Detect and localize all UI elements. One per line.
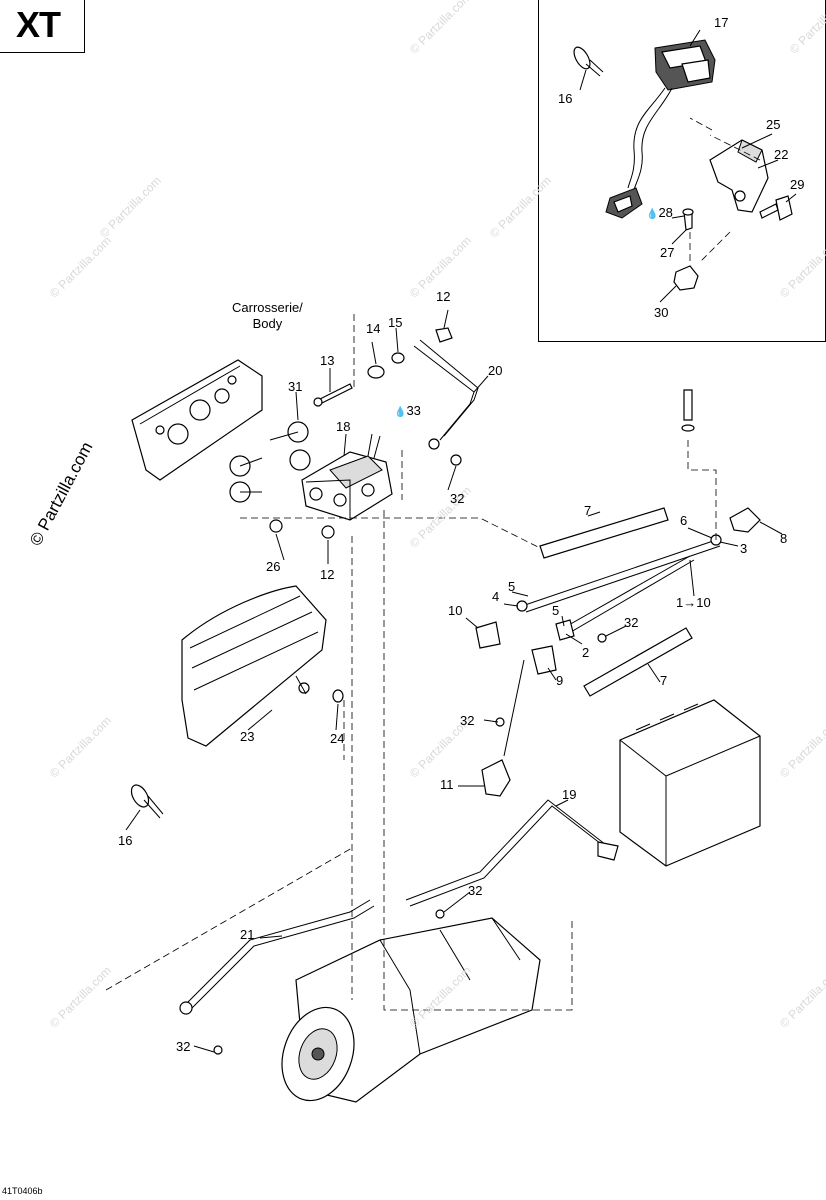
tie-top-right bbox=[681, 389, 695, 432]
drop-icon: 💧 bbox=[394, 407, 407, 418]
nut-32-top bbox=[450, 454, 462, 466]
callout-16-inset: 16 bbox=[558, 91, 573, 106]
cable-21 bbox=[183, 899, 375, 1013]
callout-33: 💧33 bbox=[394, 403, 421, 419]
bracket-22 bbox=[709, 139, 769, 213]
callout-8: 8 bbox=[780, 531, 788, 546]
callout-20: 20 bbox=[488, 363, 503, 378]
callout-22: 22 bbox=[774, 147, 789, 162]
nut-30 bbox=[673, 265, 699, 291]
callout-10: 10 bbox=[448, 603, 463, 618]
relay-11 bbox=[481, 659, 525, 797]
cover-8 bbox=[729, 507, 761, 533]
solenoid-block-18 bbox=[301, 433, 393, 521]
screw-28 bbox=[682, 208, 694, 231]
sleeve-7-top bbox=[539, 507, 669, 559]
clip-16-inset bbox=[573, 46, 604, 77]
battery-cables bbox=[516, 534, 722, 641]
body-label-fr: Carrosserie/ bbox=[232, 300, 303, 315]
callout-12-mid: 12 bbox=[320, 567, 335, 582]
body-label: Carrosserie/ Body bbox=[232, 300, 303, 332]
mounting-plate bbox=[131, 359, 263, 481]
callout-1to10: 1→10 bbox=[676, 595, 711, 610]
callout-29: 29 bbox=[790, 177, 805, 192]
nut-12 bbox=[321, 525, 335, 539]
drop-icon: 💧 bbox=[646, 209, 659, 220]
callout-27: 27 bbox=[660, 245, 675, 260]
callout-7-top: 7 bbox=[584, 503, 592, 518]
callout-3: 3 bbox=[740, 541, 748, 556]
screw-29 bbox=[759, 195, 793, 221]
callout-7-bottom: 7 bbox=[660, 673, 668, 688]
callout-32-relay: 32 bbox=[460, 713, 475, 728]
nut-32-bottom bbox=[213, 1045, 223, 1055]
model-label: XT bbox=[16, 4, 61, 45]
callout-26: 26 bbox=[266, 559, 281, 574]
callout-9: 9 bbox=[556, 673, 564, 688]
plug-24 bbox=[332, 689, 344, 703]
leader-lines bbox=[125, 29, 797, 1053]
callout-21: 21 bbox=[240, 927, 255, 942]
guide-lines bbox=[105, 314, 717, 1011]
callout-17: 17 bbox=[714, 15, 729, 30]
callout-2: 2 bbox=[582, 645, 590, 660]
callout-32-top: 32 bbox=[450, 491, 465, 506]
callout-18: 18 bbox=[336, 419, 351, 434]
studs-31 bbox=[229, 421, 311, 503]
callout-23: 23 bbox=[240, 729, 255, 744]
body-label-en: Body bbox=[252, 316, 283, 331]
callout-28: 💧28 bbox=[646, 205, 673, 221]
bolt-13-set bbox=[313, 327, 453, 407]
callout-11: 11 bbox=[440, 777, 454, 792]
cover-9 bbox=[531, 645, 557, 675]
battery bbox=[619, 699, 761, 867]
callout-14: 14 bbox=[366, 321, 381, 336]
starter-motor bbox=[281, 917, 541, 1103]
callout-5-bottom: 5 bbox=[552, 603, 560, 618]
callout-32-low: 32 bbox=[468, 883, 483, 898]
callout-30: 30 bbox=[654, 305, 669, 320]
callout-15: 15 bbox=[388, 315, 403, 330]
nut-32-mid bbox=[597, 633, 607, 643]
sleeve-7-bottom bbox=[583, 627, 693, 697]
cover-10 bbox=[475, 621, 501, 649]
clip-16 bbox=[130, 784, 164, 819]
switch-assembly bbox=[605, 39, 716, 219]
callout-12-top: 12 bbox=[436, 289, 451, 304]
nut-32-low bbox=[435, 909, 445, 919]
callout-6: 6 bbox=[680, 513, 688, 528]
callout-32-mid: 32 bbox=[624, 615, 639, 630]
callout-25: 25 bbox=[766, 117, 781, 132]
callout-4: 4 bbox=[492, 589, 500, 604]
cover-23 bbox=[181, 585, 327, 747]
callout-31: 31 bbox=[288, 379, 303, 394]
callout-5-top: 5 bbox=[508, 579, 516, 594]
callout-16: 16 bbox=[118, 833, 133, 848]
cable-19 bbox=[405, 799, 615, 907]
callout-24: 24 bbox=[330, 731, 345, 746]
cable-20 bbox=[413, 339, 479, 441]
callout-19: 19 bbox=[562, 787, 577, 802]
nut-26 bbox=[269, 519, 283, 533]
callout-32-bottom: 32 bbox=[176, 1039, 191, 1054]
callout-13: 13 bbox=[320, 353, 335, 368]
model-badge: XT bbox=[0, 0, 85, 53]
drawing-code: 41T0406b bbox=[2, 1186, 43, 1196]
